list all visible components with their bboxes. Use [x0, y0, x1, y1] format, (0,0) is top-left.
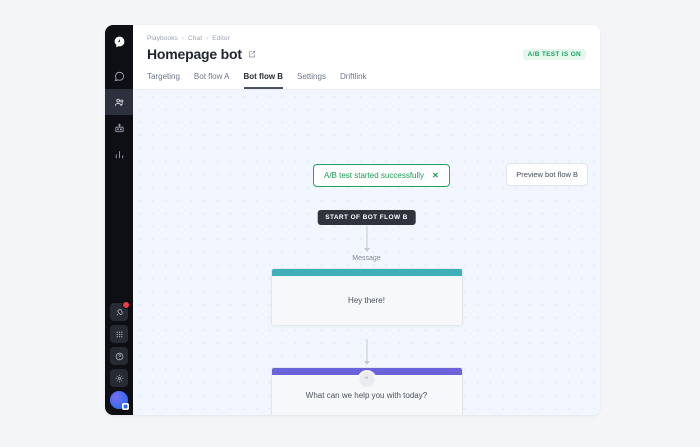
- connector-arrow-icon: [363, 361, 370, 365]
- help-button[interactable]: [110, 347, 128, 365]
- message-node-card[interactable]: Hey there!: [270, 268, 463, 326]
- drift-logo-icon[interactable]: [109, 31, 129, 53]
- question-node-card[interactable]: “ What can we help you with today?: [270, 367, 463, 415]
- sidebar-item-conversations[interactable]: [105, 63, 133, 89]
- node-label-message: Message: [352, 255, 381, 262]
- breadcrumb-separator: ›: [181, 35, 184, 42]
- main-content: Playbooks › Chat › Editor Homepage bot A…: [133, 25, 600, 415]
- page-title: Homepage bot: [147, 46, 242, 62]
- connector-line: [366, 226, 367, 250]
- breadcrumb: Playbooks › Chat › Editor: [147, 35, 586, 42]
- tab-driftlink[interactable]: Driftlink: [339, 72, 367, 81]
- flow-diagram: START OF BOT FLOW B Message Hey there! “: [133, 90, 600, 415]
- sidebar-item-reports[interactable]: [105, 141, 133, 167]
- page-header: Playbooks › Chat › Editor Homepage bot A…: [133, 25, 600, 62]
- status-badge: A/B TEST IS ON: [522, 49, 586, 60]
- global-sidebar: [105, 25, 133, 415]
- close-icon[interactable]: ✕: [432, 170, 439, 180]
- breadcrumb-item-playbooks[interactable]: Playbooks: [147, 35, 178, 42]
- sidebar-bottom-tools: [105, 301, 133, 410]
- tab-targeting[interactable]: Targeting: [147, 72, 180, 81]
- whats-new-button[interactable]: [110, 301, 130, 321]
- apps-button[interactable]: [110, 325, 128, 343]
- title-row: Homepage bot: [147, 46, 586, 62]
- success-toast: A/B test started successfully ✕: [313, 164, 450, 187]
- sidebar-item-contacts[interactable]: [105, 89, 133, 115]
- breadcrumb-item-editor[interactable]: Editor: [212, 35, 230, 42]
- avatar-status-badge: [122, 403, 129, 410]
- tab-bot-flow-a[interactable]: Bot flow A: [193, 72, 230, 81]
- sidebar-item-bots[interactable]: [105, 115, 133, 141]
- message-node-text: Hey there!: [348, 296, 385, 305]
- breadcrumb-separator: ›: [206, 35, 209, 42]
- settings-button[interactable]: [110, 369, 128, 387]
- preview-bot-flow-button[interactable]: Preview bot flow B: [506, 163, 588, 186]
- message-node-accent-bar: [271, 269, 462, 276]
- tab-settings[interactable]: Settings: [297, 72, 326, 81]
- bot-flow-canvas[interactable]: A/B test started successfully ✕ Preview …: [133, 90, 600, 415]
- edit-square-icon[interactable]: [248, 50, 256, 58]
- connector-line: [366, 339, 367, 363]
- connector-arrow-icon: [363, 248, 370, 252]
- user-avatar[interactable]: [110, 391, 129, 410]
- notification-dot: [122, 301, 130, 309]
- app-window: Playbooks › Chat › Editor Homepage bot A…: [105, 25, 600, 415]
- quote-icon: “: [357, 370, 376, 389]
- toast-message: A/B test started successfully: [324, 171, 425, 180]
- tab-bot-flow-b[interactable]: Bot flow B: [243, 72, 284, 89]
- breadcrumb-item-chat[interactable]: Chat: [188, 35, 203, 42]
- tab-bar: Targeting Bot flow A Bot flow B Settings…: [133, 62, 600, 90]
- question-node-text: What can we help you with today?: [305, 391, 428, 400]
- start-node: START OF BOT FLOW B: [317, 210, 416, 225]
